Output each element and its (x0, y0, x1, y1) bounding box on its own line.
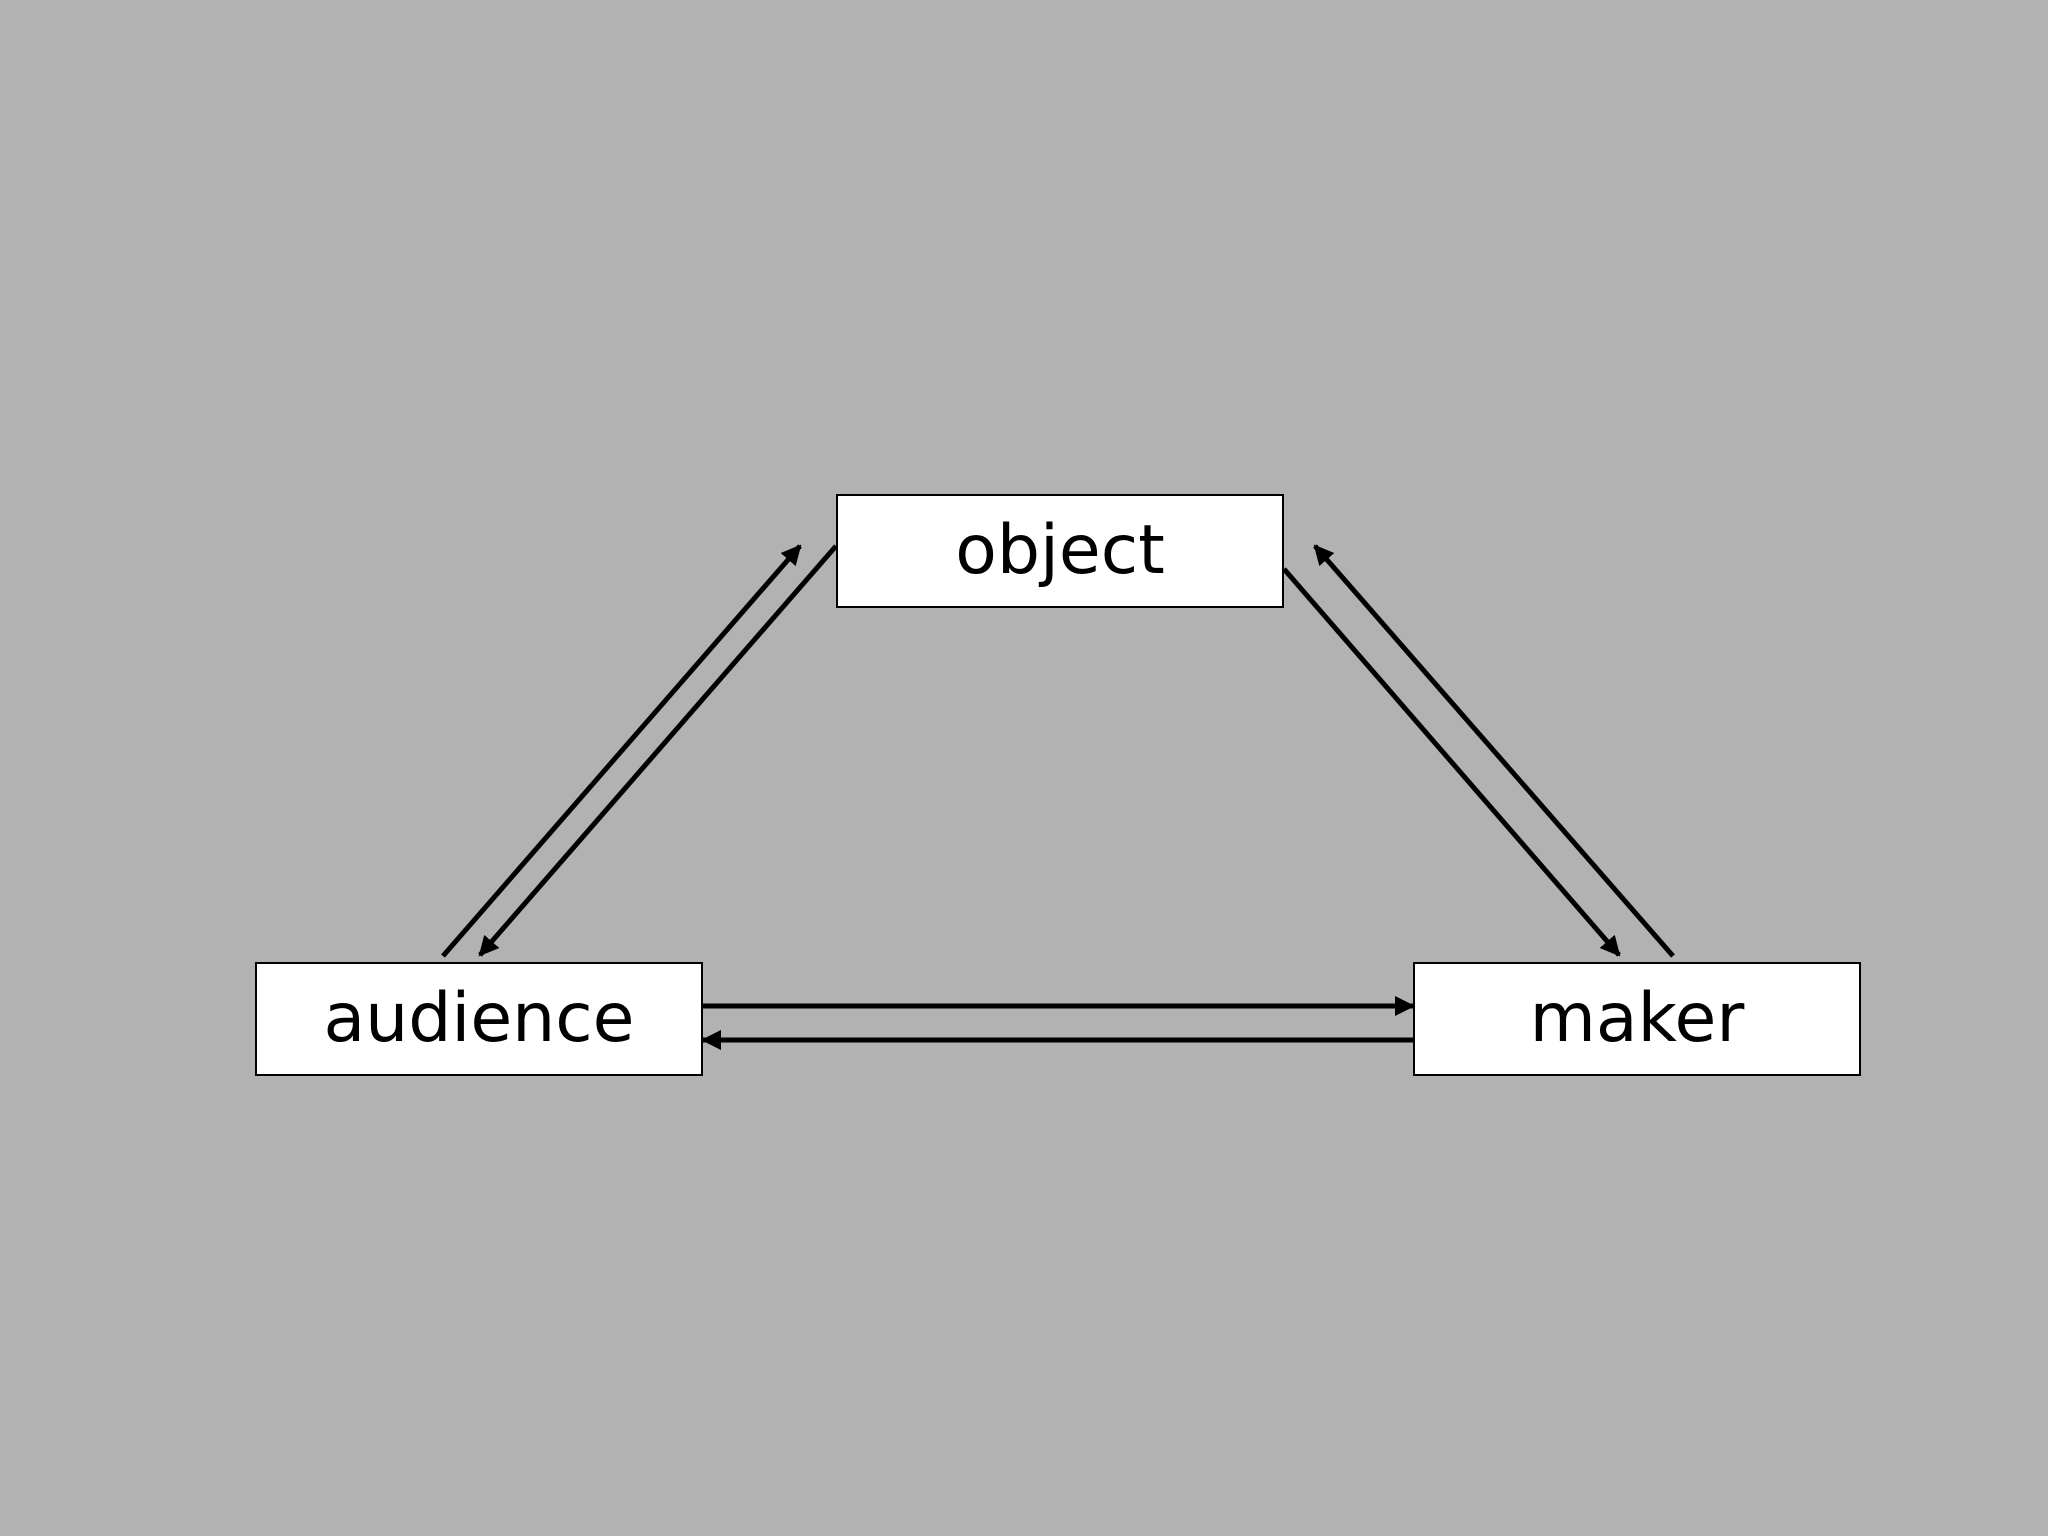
object-label: object (955, 511, 1165, 590)
arrow-audience-to-object (441, 544, 802, 958)
audience-label: audience (323, 979, 635, 1058)
object-box: object (836, 494, 1284, 608)
arrow-object-to-audience (478, 544, 838, 957)
arrow-maker-to-object (1313, 544, 1675, 958)
arrow-object-to-maker (1282, 567, 1621, 957)
maker-box: maker (1413, 962, 1861, 1076)
maker-label: maker (1529, 979, 1745, 1058)
audience-box: audience (255, 962, 703, 1076)
